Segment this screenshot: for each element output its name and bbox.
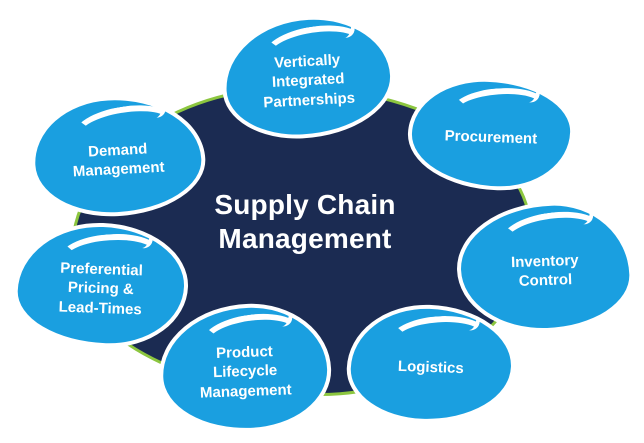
node-label: Vertically Integrated Partnerships [262, 51, 356, 111]
node-label: Preferential Pricing & Lead-Times [58, 259, 144, 319]
node-label: Product Lifecycle Management [199, 343, 292, 402]
node-label: Demand Management [72, 140, 165, 181]
node-label: Inventory Control [510, 251, 579, 290]
node-label: Logistics [397, 358, 465, 378]
center-hub-label: Supply Chain Management [214, 189, 396, 255]
node-label: Procurement [444, 127, 538, 149]
